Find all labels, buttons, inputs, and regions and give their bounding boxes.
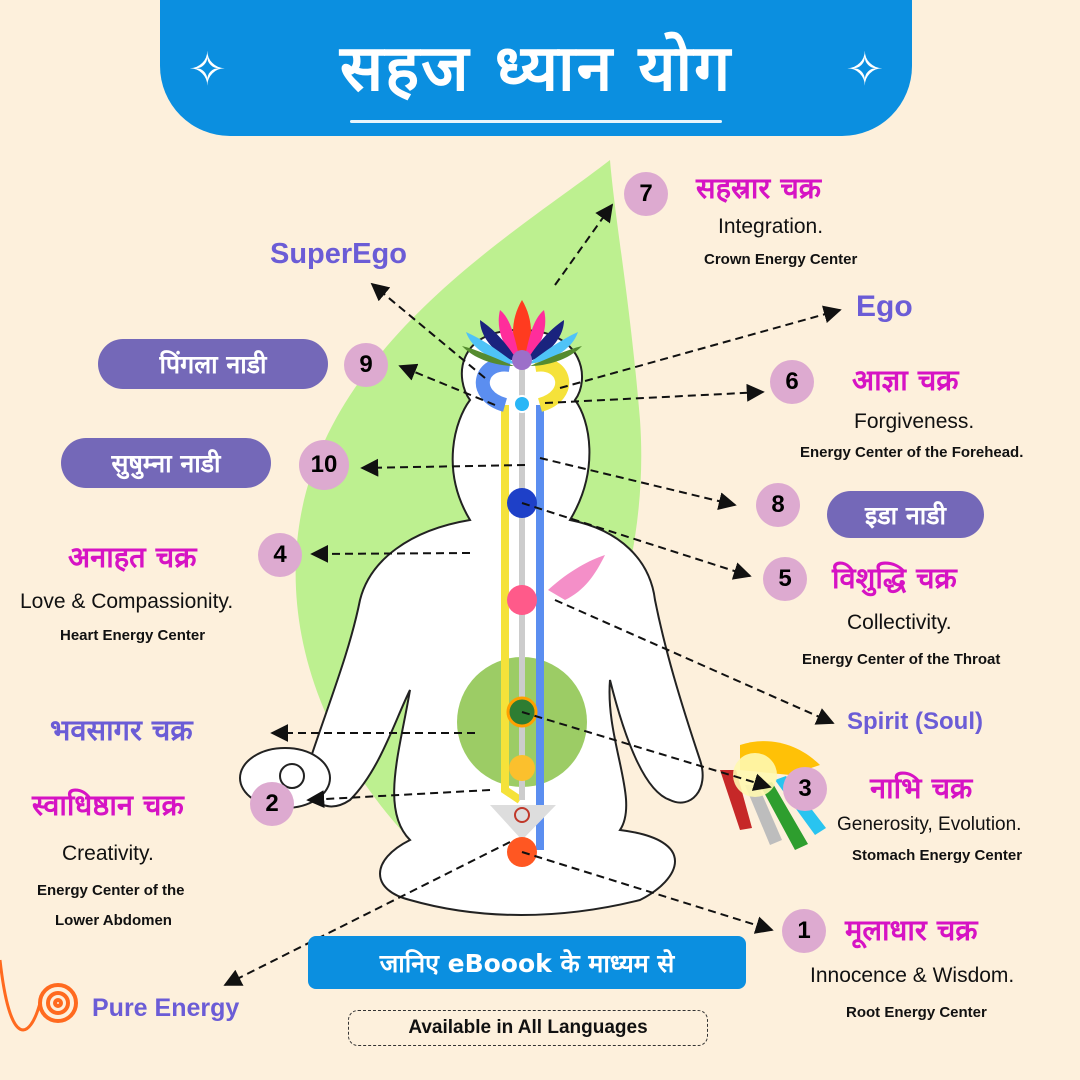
header-banner: ✧ सहज ध्यान योग ✧ [160,0,912,136]
superego-label: SuperEgo [270,238,407,270]
chakra-5-name: विशुद्धि चक्र [832,561,957,595]
bhavsagar-label: भवसागर चक्र [50,713,193,747]
chakra-2-center-line1: Energy Center of the [37,882,185,899]
agnya-chakra-icon [513,395,531,413]
sahasrara-lotus-icon [462,300,582,370]
page-title: सहज ध्यान योग [339,32,733,106]
spirit-label: Spirit (Soul) [847,708,983,735]
pure-energy-label: Pure Energy [92,994,240,1022]
ebook-cta-button[interactable]: जानिए eBoook के माध्यम से [308,936,746,989]
ego-label: Ego [856,290,913,323]
ida-nadi-pill: इडा नाडी [827,491,984,538]
kundalini-spiral-icon [514,807,530,823]
chakra-3-quality: Generosity, Evolution. [837,814,1022,835]
badge-10: 10 [299,440,349,490]
badge-5: 5 [763,557,807,601]
chakra-2-center-line2: Lower Abdomen [55,912,172,929]
available-languages-badge: Available in All Languages [348,1010,708,1046]
chakra-7-name: सहस्रार चक्र [696,171,822,205]
badge-7: 7 [624,172,668,216]
chakra-1-quality: Innocence & Wisdom. [810,964,1015,987]
chakra-5-center: Energy Center of the Throat [802,651,1001,668]
sushumna-nadi-pill: सुषुम्ना नाडी [61,438,271,488]
pingala-nadi-pill: पिंगला नाडी [98,339,328,389]
chakra-6-center: Energy Center of the Forehead. [800,444,1024,461]
pingala-nadi-channel [501,405,523,804]
chakra-4-center: Heart Energy Center [60,627,206,644]
pure-energy-spiral-icon [0,959,78,1032]
anahat-chakra-icon [507,585,537,615]
badge-6: 6 [770,360,814,404]
ornament-right-icon: ✧ [845,42,884,96]
swadisthan-chakra-icon [509,755,535,781]
chakra-2-quality: Creativity. [62,842,154,865]
chakra-4-name: अनाहत चक्र [68,540,197,574]
chakra-4-quality: Love & Compassionity. [20,590,234,613]
chakra-7-center: Crown Energy Center [704,251,858,268]
chakra-3-name: नाभि चक्र [870,771,973,805]
connector-arrows [223,203,842,986]
chakra-6-quality: Forgiveness. [854,410,975,433]
badge-2: 2 [250,782,294,826]
badge-4: 4 [258,533,302,577]
badge-8: 8 [756,483,800,527]
chakra-3-center: Stomach Energy Center [852,847,1023,864]
chakra-1-center: Root Energy Center [846,1004,987,1021]
badge-1: 1 [782,909,826,953]
badge-9: 9 [344,343,388,387]
title-underline [350,120,722,123]
chakra-6-name: आज्ञा चक्र [852,363,959,397]
chakra-2-name: स्वाधिष्ठान चक्र [32,788,184,822]
heart-wing-icon [548,555,605,600]
chakra-5-quality: Collectivity. [847,611,952,634]
badge-3: 3 [783,767,827,811]
chakra-1-name: मूलाधार चक्र [845,913,978,947]
chakra-7-quality: Integration. [718,215,824,238]
ornament-left-icon: ✧ [188,42,227,96]
